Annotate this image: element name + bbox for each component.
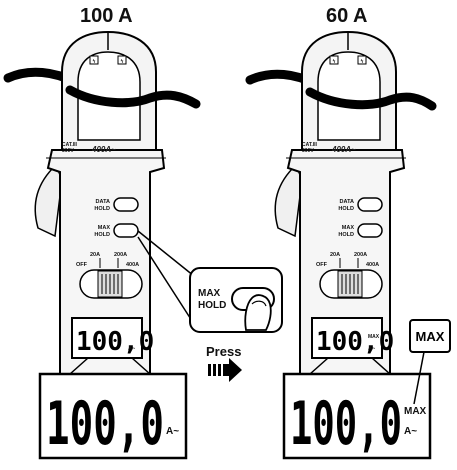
right-trigger <box>274 163 303 238</box>
right-max-hold-label-2: HOLD <box>338 232 354 238</box>
left-data-hold-label-1: DATA <box>96 199 110 205</box>
max-callout-box <box>409 319 451 353</box>
right-data-hold-label-1: DATA <box>340 199 354 205</box>
left-cable-icon <box>65 85 201 109</box>
left-max-hold-label-1: MAX <box>98 225 111 231</box>
max-hold-zoom-label-1: MAX <box>198 288 221 299</box>
arrow-right-icon <box>208 358 242 382</box>
left-data-hold-button[interactable] <box>113 197 139 212</box>
press-label: Press <box>206 344 241 359</box>
right-range-mark: 400A~ <box>331 145 356 154</box>
right-cable-icon <box>305 87 437 111</box>
finger-press-icon <box>244 294 272 331</box>
left-switch-200a: 200A <box>114 252 127 258</box>
left-range-mark: 400A~ <box>91 145 116 154</box>
right-data-hold-label-2: HOLD <box>338 206 354 212</box>
left-lcd <box>71 317 143 359</box>
svg-text:ϟ: ϟ <box>361 59 364 65</box>
left-max-hold-label-2: HOLD <box>94 232 110 238</box>
left-max-hold-button[interactable] <box>113 223 139 238</box>
right-switch-20a: 20A <box>330 252 340 258</box>
right-lcd-unit: A~ <box>368 346 375 352</box>
left-zoom-value: 100,0 <box>46 389 164 459</box>
right-data-hold-button[interactable] <box>357 197 383 212</box>
right-jaw-marker-left-icon <box>329 55 339 65</box>
max-hold-callout: MAX HOLD <box>137 230 283 333</box>
right-max-hold-button[interactable] <box>357 223 383 238</box>
left-cat-volts: 300V <box>62 148 74 154</box>
press-indicator: Press <box>206 344 242 382</box>
left-lcd-unit: A~ <box>128 346 135 352</box>
left-lcd-value: 100,0 <box>76 327 154 357</box>
svg-text:ϟ: ϟ <box>333 59 336 65</box>
left-switch-20a: 20A <box>90 252 100 258</box>
max-callout-label: MAX <box>416 329 445 344</box>
right-lcd-max: MAX <box>368 334 380 340</box>
right-zoom-unit: A~ <box>404 426 417 437</box>
right-meter: 60 A ϟ ϟ CAT.III 300V 400A~ DATA HOLD MA… <box>245 5 451 460</box>
left-jaw-marker-left-icon <box>89 55 99 65</box>
svg-text:ϟ: ϟ <box>121 59 124 65</box>
right-max-hold-label-1: MAX <box>342 225 355 231</box>
left-cat-label: CAT.III <box>62 142 78 148</box>
right-zoom-max: MAX <box>404 406 427 417</box>
left-jaw-marker-right-icon <box>117 55 127 65</box>
left-data-hold-label-2: HOLD <box>94 206 110 212</box>
left-zoom-unit: A~ <box>166 426 179 437</box>
right-zoomed-display <box>282 372 432 460</box>
left-zoomed-display <box>38 372 188 460</box>
left-jaw-opening <box>77 51 141 141</box>
right-switch-off: OFF <box>316 262 328 268</box>
left-heading: 100 A <box>80 5 133 27</box>
left-trigger <box>34 163 63 238</box>
right-jaw-opening <box>317 51 381 141</box>
right-lcd <box>311 317 383 359</box>
max-hold-zoom-label-2: HOLD <box>198 300 226 311</box>
left-switch-off: OFF <box>76 262 88 268</box>
left-meter: 100 A ϟ ϟ CAT.III 300V 400A~ DATA HOLD M… <box>3 5 201 460</box>
right-cat-volts: 300V <box>302 148 314 154</box>
right-switch-400a: 400A <box>366 262 379 268</box>
left-switch-400a: 400A <box>126 262 139 268</box>
right-zoom-value: 100,0 <box>290 389 402 459</box>
right-heading: 60 A <box>326 5 368 27</box>
right-lcd-value: 100,0 <box>316 327 394 357</box>
right-cat-label: CAT.III <box>302 142 318 148</box>
right-jaw-marker-right-icon <box>357 55 367 65</box>
svg-text:ϟ: ϟ <box>93 59 96 65</box>
right-switch-200a: 200A <box>354 252 367 258</box>
